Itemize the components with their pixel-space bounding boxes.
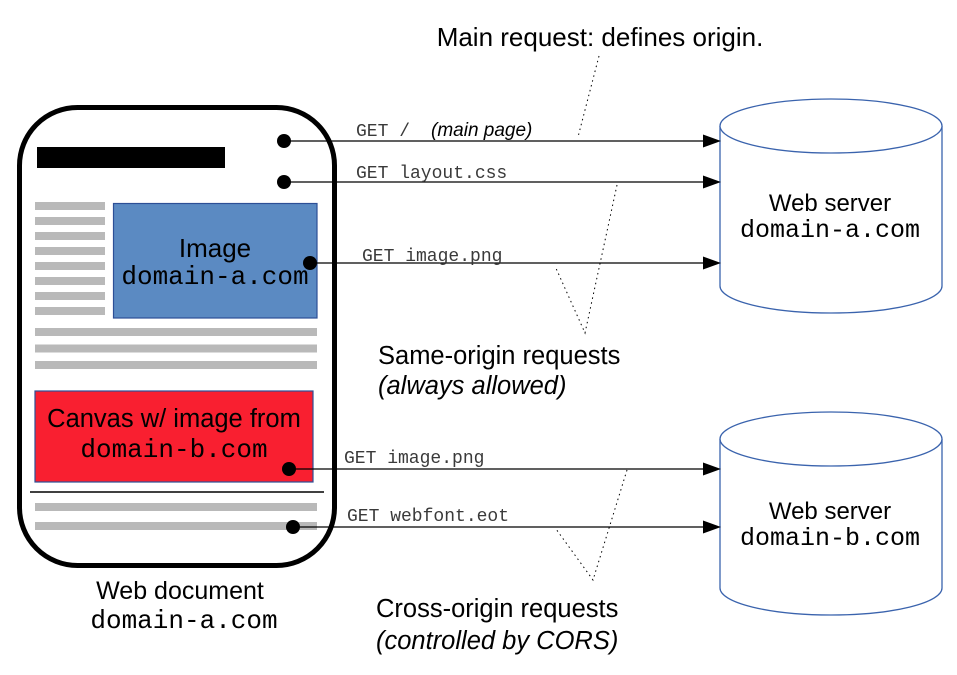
text-line-bar — [35, 262, 105, 270]
request-origin-dot — [282, 462, 296, 476]
arrowhead-icon — [703, 462, 721, 476]
main-request-title: Main request: defines origin. — [437, 22, 764, 52]
server-a-domain: domain-a.com — [740, 216, 920, 245]
text-line-bar — [35, 361, 317, 369]
request-origin-dot — [286, 520, 300, 534]
request-origin-dot — [277, 134, 291, 148]
server-b-domain: domain-b.com — [740, 524, 920, 553]
cross-origin-line2: (controlled by CORS) — [376, 627, 618, 655]
text-line-bar — [35, 344, 317, 353]
arrowhead-icon — [703, 175, 721, 189]
same-origin-caption: Same-origin requests (always allowed) — [378, 342, 620, 400]
text-line-bars-wide — [35, 328, 317, 369]
canvas-box-title: Canvas w/ image from — [47, 405, 301, 433]
web-document: Image domain-a.com Canvas w/ image from … — [17, 105, 337, 568]
same-origin-line1: Same-origin requests — [378, 342, 620, 370]
cross-origin-line1: Cross-origin requests — [376, 595, 618, 623]
cross-origin-caption: Cross-origin requests (controlled by COR… — [376, 595, 618, 655]
text-line-bar — [35, 522, 317, 530]
server-a-label: Web server — [769, 190, 891, 217]
same-origin-line2: (always allowed) — [378, 372, 567, 400]
text-line-bar — [35, 232, 105, 240]
web-document-caption: Web document domain-a.com — [90, 577, 277, 636]
request-note-main-page: (main page) — [431, 120, 532, 141]
request-origin-dot — [303, 256, 317, 270]
text-line-bar — [35, 292, 105, 300]
arrowhead-icon — [703, 520, 721, 534]
request-arrows — [277, 134, 721, 534]
image-box: Image domain-a.com — [112, 202, 318, 319]
arrowhead-icon — [703, 256, 721, 270]
dotted-connector-cross-origin — [555, 469, 628, 582]
text-line-bar — [35, 503, 317, 511]
text-line-bar — [35, 247, 105, 255]
request-label-3: GET image.png — [362, 247, 502, 267]
request-labels: GET / (main page) GET layout.css GET ima… — [344, 120, 532, 527]
image-box-domain: domain-a.com — [121, 262, 308, 292]
text-line-bars-bottom — [35, 503, 317, 530]
text-line-bar — [35, 307, 105, 315]
server-cylinder-b: Web server domain-b.com — [719, 411, 943, 616]
dotted-connector-main-request — [577, 55, 600, 138]
canvas-box-domain: domain-b.com — [80, 435, 267, 465]
text-line-bar — [35, 217, 105, 225]
web-document-label: Web document — [96, 577, 264, 605]
server-b-label: Web server — [769, 498, 891, 525]
request-label-1: GET / — [356, 122, 410, 142]
server-cylinder-a: Web server domain-a.com — [719, 98, 943, 314]
request-label-2: GET layout.css — [356, 164, 507, 184]
image-box-title: Image — [179, 233, 251, 263]
request-label-4: GET image.png — [344, 449, 484, 469]
text-line-bar — [35, 328, 317, 336]
text-line-bar — [35, 202, 105, 210]
request-origin-dot — [277, 175, 291, 189]
text-line-bars-left — [35, 202, 105, 315]
image-box-rect — [112, 202, 318, 319]
web-document-domain: domain-a.com — [90, 606, 277, 636]
dotted-connector-same-origin — [554, 184, 618, 335]
document-heading-bar — [37, 147, 225, 168]
server-b-top — [719, 411, 943, 467]
canvas-box: Canvas w/ image from domain-b.com — [34, 390, 314, 483]
server-a-top — [719, 98, 943, 154]
request-label-5: GET webfont.eot — [347, 507, 509, 527]
arrowhead-icon — [703, 134, 721, 148]
server-b-body — [719, 439, 943, 616]
text-line-bar — [35, 277, 105, 285]
canvas-box-rect — [34, 390, 314, 483]
server-a-body — [719, 126, 943, 314]
